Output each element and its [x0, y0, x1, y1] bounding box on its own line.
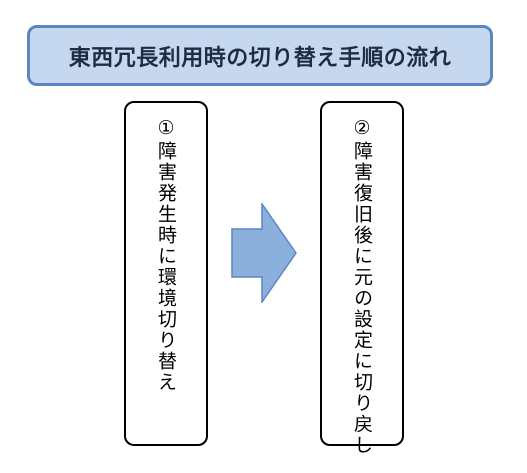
arrow-shape [231, 203, 297, 303]
step-1-label: 障害発生時に環境切り替え [155, 141, 177, 393]
step-box-1: ①障害発生時に環境切り替え [124, 101, 208, 446]
step-2-text: ②障害復旧後に元の設定に切り戻し [350, 117, 374, 456]
step-2-label: 障害復旧後に元の設定に切り戻し [351, 141, 373, 456]
step-box-2: ②障害復旧後に元の設定に切り戻し [320, 101, 404, 456]
right-arrow-icon [231, 203, 297, 303]
step-1-text: ①障害発生時に環境切り替え [154, 117, 178, 444]
diagram-title-banner: 東西冗長利用時の切り替え手順の流れ [27, 25, 493, 86]
diagram-title: 東西冗長利用時の切り替え手順の流れ [68, 45, 452, 71]
step-2-number: ② [351, 117, 373, 141]
step-1-number: ① [155, 117, 177, 141]
